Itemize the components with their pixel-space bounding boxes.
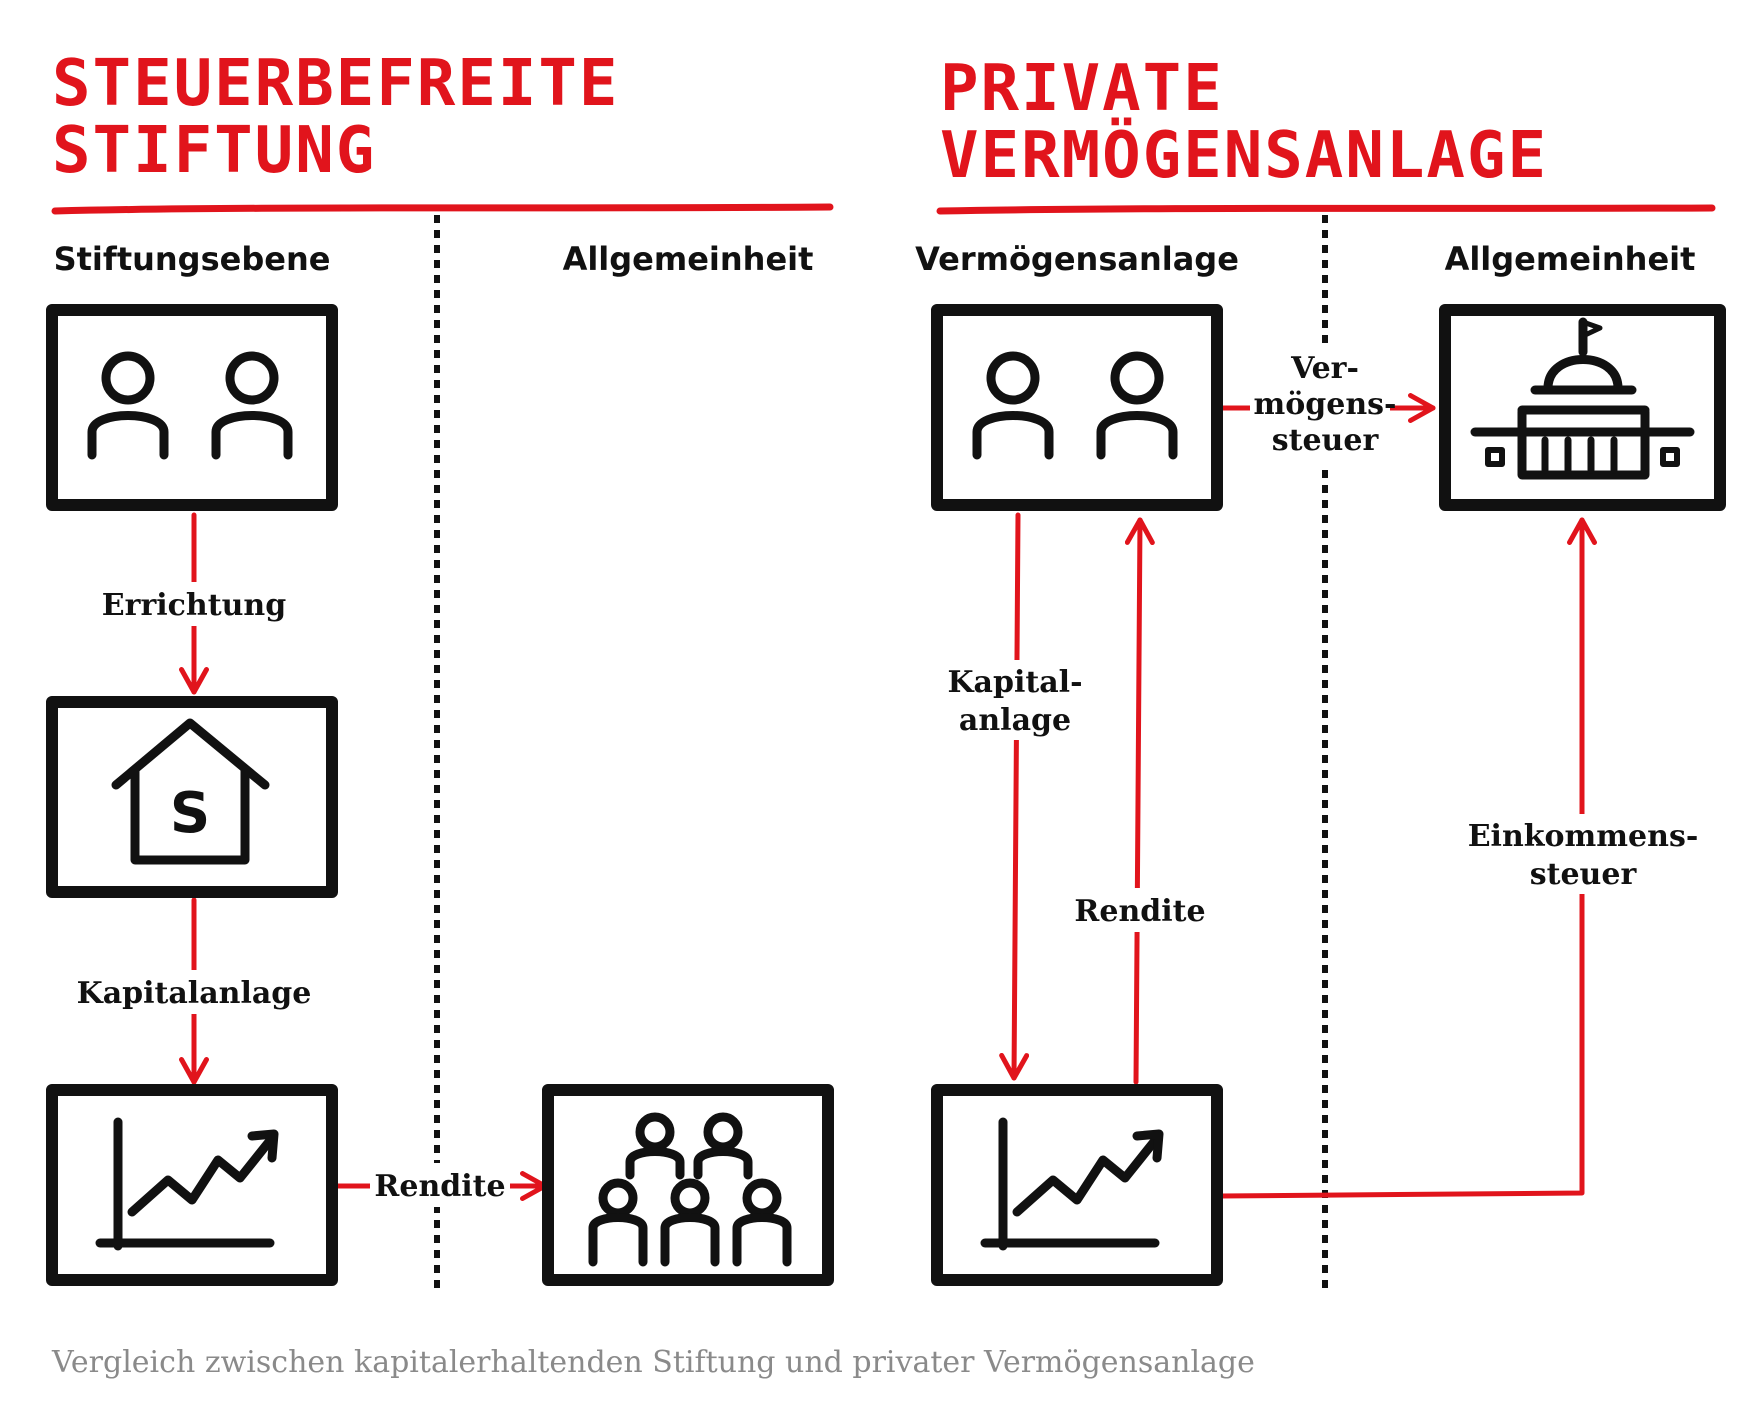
group-of-people-icon (588, 1112, 792, 1267)
right-growth-box (931, 1084, 1223, 1286)
foundation-box: S (46, 696, 338, 898)
arrow-einkommenssteuer (1217, 517, 1597, 1199)
growth-chart-icon (980, 1117, 1164, 1251)
label-rendite-right: Rendite (1074, 894, 1205, 929)
foundation-house-icon (111, 718, 270, 865)
growth-chart-icon (95, 1117, 279, 1251)
right-col2-label: Allgemeinheit (1445, 240, 1696, 278)
label-vermoegenssteuer-1: Ver- (1290, 351, 1359, 386)
government-building-icon (1470, 317, 1695, 480)
label-kapitalanlage-right-1: Kapital- (947, 665, 1082, 700)
two-people-icon (87, 351, 293, 460)
right-title-line1: PRIVATE (940, 52, 1224, 126)
label-kapitalanlage-right-2: anlage (959, 703, 1071, 738)
label-kapitalanlage-left: Kapitalanlage (77, 976, 312, 1011)
label-rendite-left: Rendite (374, 1169, 505, 1204)
label-einkommenssteuer-2: steuer (1530, 857, 1638, 892)
left-title-line1: STEUERBEFREITE (52, 47, 619, 121)
foundation-letter: S (170, 781, 210, 846)
right-title-line2: VERMÖGENSANLAGE (940, 117, 1548, 193)
two-people-icon (972, 351, 1178, 460)
right-title-rule (936, 204, 1716, 215)
left-growth-box (46, 1084, 338, 1286)
arrow-rendite-right (1124, 517, 1155, 1085)
label-errichtung: Errichtung (102, 588, 286, 623)
arrow-kapitalanlage-right (999, 512, 1030, 1081)
label-vermoegenssteuer-2: mögens- (1254, 387, 1397, 422)
label-einkommenssteuer-1: Einkommens- (1468, 819, 1699, 854)
investors-box (931, 304, 1223, 511)
left-title-rule (51, 203, 834, 215)
left-title-line2: STIFTUNG (52, 114, 376, 188)
figure-caption: Vergleich zwischen kapitalerhaltenden St… (51, 1345, 1255, 1380)
founders-box (46, 304, 338, 511)
label-vermoegenssteuer-3: steuer (1272, 423, 1380, 458)
public-box (542, 1084, 834, 1286)
left-col2-label: Allgemeinheit (563, 240, 814, 278)
right-col1-label: Vermögensanlage (915, 240, 1239, 278)
state-box (1439, 304, 1726, 511)
left-col1-label: Stiftungsebene (54, 240, 331, 278)
